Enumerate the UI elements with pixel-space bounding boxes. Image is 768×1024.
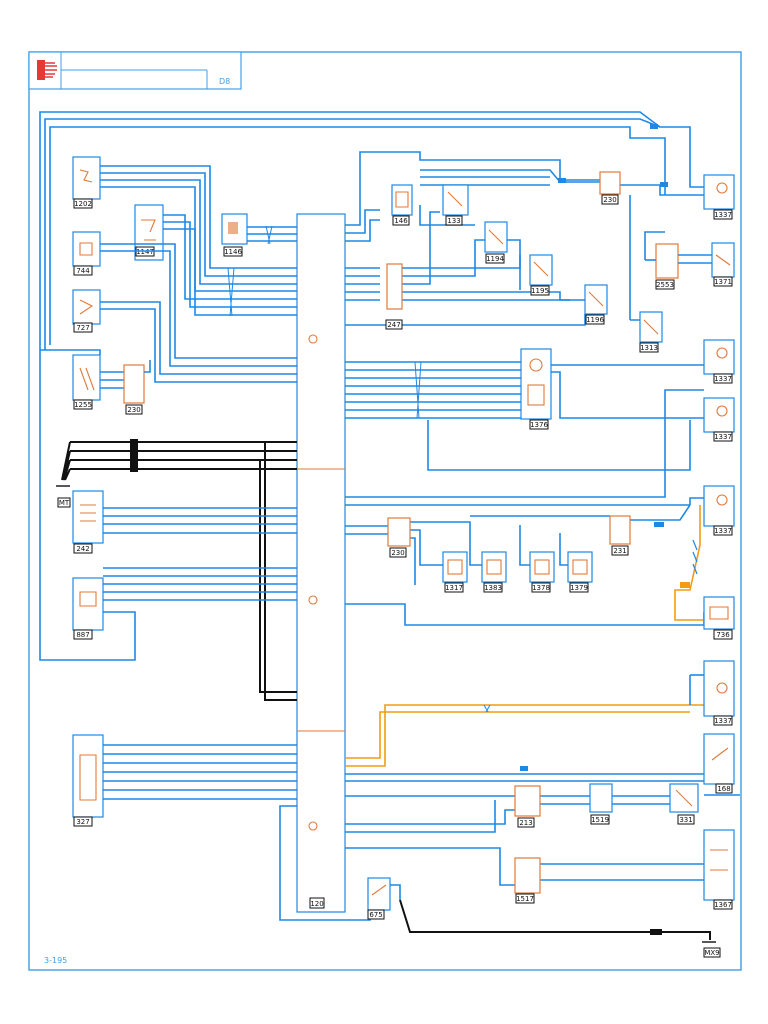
twist-markers — [227, 225, 491, 713]
component-1337-d-id: 1337 — [714, 527, 732, 535]
component-1379-id: 1379 — [570, 584, 588, 592]
ground-bundle: MT — [56, 439, 297, 701]
central-unit: 120 — [296, 213, 346, 913]
component-1337-c: 1337 — [703, 397, 735, 442]
relay-231-id: 231 — [613, 547, 626, 555]
central-to-1376-wires — [345, 361, 704, 471]
title-block: D8 — [28, 51, 242, 90]
component-1337-e-id: 1337 — [714, 717, 732, 725]
component-1195: 1195 — [529, 254, 553, 296]
component-1337-e: 1337 — [703, 660, 735, 726]
sheet-border — [28, 51, 742, 971]
component-168: 168 — [703, 733, 735, 794]
component-168-id: 168 — [717, 785, 730, 793]
component-1194-id: 1194 — [486, 255, 504, 263]
component-1146: 1146 — [221, 213, 297, 257]
central-unit-label: 120 — [310, 900, 323, 908]
component-1317: 1317 — [442, 551, 468, 593]
component-744: 744 — [72, 231, 297, 367]
relay-230: 230 — [123, 360, 151, 415]
relay-231: 231 — [609, 515, 631, 556]
component-1383: 1383 — [481, 551, 507, 593]
component-1313: 1313 — [629, 195, 663, 353]
component-1196-id: 1196 — [586, 316, 604, 324]
component-736: 736 — [703, 596, 735, 640]
component-1196: 1196 — [584, 284, 608, 325]
component-1255-id: 1255 — [74, 401, 92, 409]
relay-1517-id: 1517 — [516, 895, 534, 903]
component-1147: 1147 — [134, 204, 297, 316]
component-1379: 1379 — [567, 551, 593, 593]
component-1337-c-id: 1337 — [714, 433, 732, 441]
component-1337-b-id: 1337 — [714, 375, 732, 383]
relay-230-top: 230 — [599, 171, 621, 205]
component-1337-b: 1337 — [703, 339, 735, 384]
relay-1517: 1517 — [514, 857, 541, 904]
page-code: D8 — [219, 77, 230, 86]
ground-mt-id: MT — [59, 499, 70, 507]
component-133: 133 — [442, 184, 469, 226]
component-242-id: 242 — [76, 545, 89, 553]
component-1337-a-id: 1337 — [714, 211, 732, 219]
relay-213-id: 213 — [519, 819, 532, 827]
page-number: 3-195 — [44, 956, 67, 965]
component-675-id: 675 — [369, 911, 382, 919]
component-1376: 1376 — [520, 348, 552, 430]
top-bus-wires — [39, 111, 704, 355]
component-1378-id: 1378 — [532, 584, 550, 592]
relay-247: 247 — [385, 263, 403, 330]
component-744-id: 744 — [76, 267, 90, 275]
relay-230-id: 230 — [127, 406, 140, 414]
relay-2553: 2553 — [644, 231, 712, 290]
component-1194: 1194 — [484, 221, 508, 264]
relay-247-id: 247 — [387, 321, 400, 329]
relay-2553-id: 2553 — [656, 281, 674, 289]
component-727: 727 — [72, 289, 297, 383]
component-1317-id: 1317 — [445, 584, 463, 592]
component-1195-id: 1195 — [531, 287, 549, 295]
middle-right-wires — [345, 389, 705, 626]
component-1255: 1255 — [72, 354, 124, 410]
relay-230-mid-left-id: 230 — [391, 549, 404, 557]
component-1371: 1371 — [711, 242, 735, 287]
component-887-id: 887 — [76, 631, 89, 639]
component-736-id: 736 — [716, 631, 730, 639]
component-887: 887 — [39, 350, 297, 661]
component-1367: 1367 — [703, 829, 735, 910]
bottom-ground-wire: MX9 — [399, 899, 721, 958]
component-1313-id: 1313 — [640, 344, 658, 352]
component-1519-id: 1519 — [591, 816, 609, 824]
component-1146-id: 1146 — [224, 248, 242, 256]
component-331-id: 331 — [679, 816, 692, 824]
component-727-id: 727 — [76, 324, 89, 332]
component-327-id: 327 — [76, 818, 89, 826]
component-146: 146 — [391, 184, 413, 226]
component-1337-a: 1337 — [703, 174, 735, 220]
component-242: 242 — [72, 490, 297, 554]
top-right-wires — [345, 151, 704, 326]
relay-230-mid-left: 230 — [387, 517, 411, 558]
component-1337-d: 1337 — [703, 485, 735, 536]
component-1383-id: 1383 — [484, 584, 502, 592]
component-1371-id: 1371 — [714, 278, 732, 286]
lower-right-wires — [345, 674, 740, 886]
component-1202-id: 1202 — [74, 200, 92, 208]
harness-logo-icon — [37, 60, 57, 80]
component-327: 327 — [72, 734, 297, 827]
component-1147-id: 1147 — [136, 248, 154, 256]
ground-mx9-id: MX9 — [704, 949, 719, 957]
component-331: 331 — [669, 783, 699, 825]
component-1378: 1378 — [529, 551, 555, 593]
relay-230-top-id: 230 — [603, 196, 616, 204]
relay-213: 213 — [514, 785, 541, 828]
component-1519: 1519 — [589, 783, 613, 825]
component-1376-id: 1376 — [530, 421, 548, 429]
component-675: 675 — [367, 877, 401, 920]
component-133-id: 133 — [447, 217, 460, 225]
component-146-id: 146 — [394, 217, 408, 225]
component-1367-id: 1367 — [714, 901, 732, 909]
orange-twisted-pair — [674, 505, 704, 621]
